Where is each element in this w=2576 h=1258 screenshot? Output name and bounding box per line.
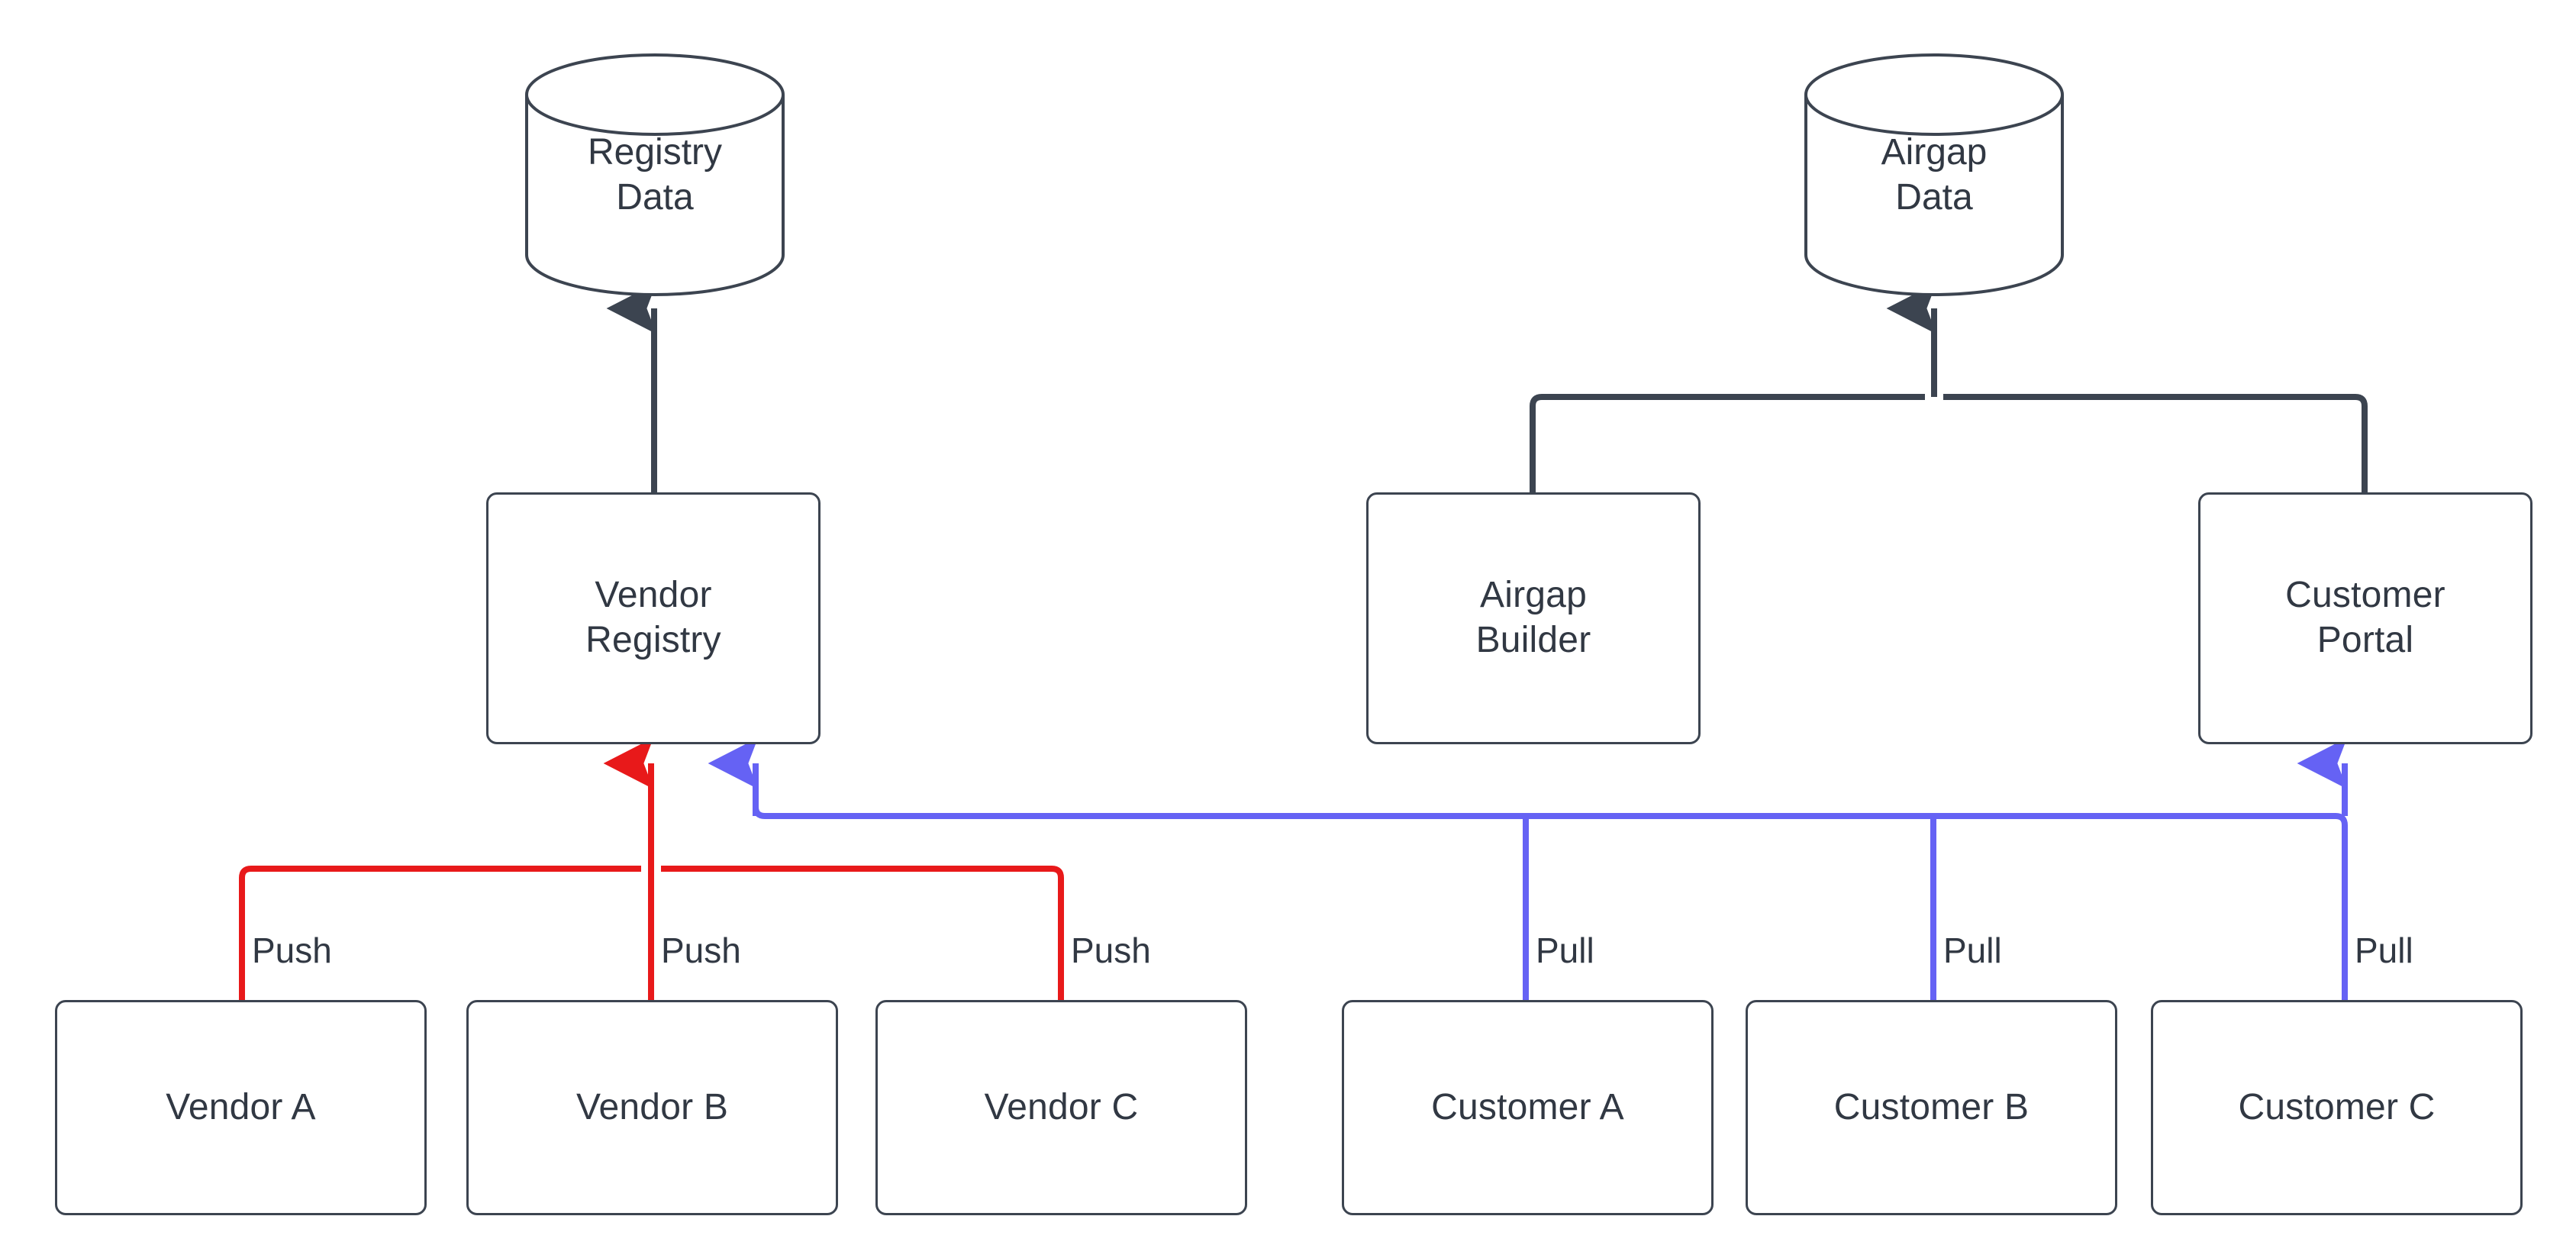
customer-c-node[interactable]: Customer C <box>2151 1000 2523 1215</box>
customer-b-node[interactable]: Customer B <box>1746 1000 2117 1215</box>
edge-vendor-c-push <box>661 866 1064 1000</box>
customer-a-node[interactable]: Customer A <box>1342 1000 1714 1215</box>
vendor-a-node[interactable]: Vendor A <box>55 1000 427 1215</box>
edge-label-vendor-a-push: Push <box>252 931 332 970</box>
registry-data-node[interactable]: Registry Data <box>527 55 783 295</box>
edge-pull-bus <box>753 806 2348 1000</box>
edge-label-vendor-c-push: Push <box>1071 931 1151 970</box>
registry-data-cylinder <box>525 53 785 296</box>
vendor-registry-node[interactable]: Vendor Registry <box>486 492 821 744</box>
vendor-b-node[interactable]: Vendor B <box>466 1000 838 1215</box>
customer-portal-label: Customer Portal <box>2285 575 2445 660</box>
edge-label-customer-b-pull: Pull <box>1943 931 2002 970</box>
edge-vendor-a-push <box>239 866 641 1000</box>
airgap-builder-node[interactable]: Airgap Builder <box>1366 492 1701 744</box>
airgap-data-node[interactable]: Airgap Data <box>1806 55 2062 295</box>
edge-customer-portal-to-bus <box>1943 394 2368 492</box>
edge-label-customer-c-pull: Pull <box>2355 931 2413 970</box>
customer-b-label: Customer B <box>1833 1086 2030 1127</box>
vendor-c-label: Vendor C <box>984 1086 1139 1127</box>
vendor-registry-label: Vendor Registry <box>585 575 721 660</box>
customer-c-label: Customer C <box>2238 1086 2436 1127</box>
edge-airgap-builder-to-bus <box>1530 394 1925 492</box>
airgap-data-label: Airgap Data <box>1881 132 1988 218</box>
customer-portal-node[interactable]: Customer Portal <box>2198 492 2532 744</box>
edge-label-customer-a-pull: Pull <box>1536 931 1594 970</box>
edge-label-vendor-b-push: Push <box>661 931 741 970</box>
registry-data-label: Registry Data <box>587 132 723 218</box>
vendor-a-label: Vendor A <box>166 1086 316 1127</box>
airgap-data-cylinder <box>1804 53 2064 296</box>
vendor-c-node[interactable]: Vendor C <box>875 1000 1247 1215</box>
vendor-b-label: Vendor B <box>575 1086 729 1127</box>
customer-a-label: Customer A <box>1431 1086 1624 1127</box>
airgap-builder-label: Airgap Builder <box>1475 575 1591 660</box>
